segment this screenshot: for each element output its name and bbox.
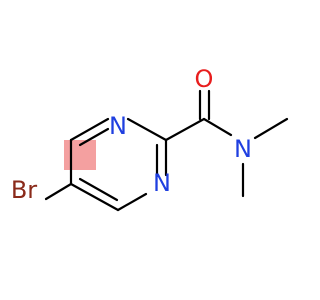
bond-c2-ccarbonyl xyxy=(164,117,206,142)
bond-c4-n3-inner xyxy=(78,127,110,147)
atom-n1-label: N xyxy=(153,169,171,197)
bond-c6-c5 xyxy=(69,182,120,212)
atom-o-label: O xyxy=(195,65,214,93)
bond-ccarbonyl-n xyxy=(202,117,233,137)
bonds xyxy=(44,89,289,212)
bond-c4-n3 xyxy=(69,117,110,142)
bond-n-methyl-upper xyxy=(253,117,289,140)
bond-c5-br xyxy=(44,182,73,201)
bond-n3-c2 xyxy=(126,117,168,142)
atom-br-label: Br xyxy=(11,176,37,204)
molecule-diagram: N N O N Br xyxy=(11,65,289,212)
bond-n1-c6 xyxy=(116,192,148,212)
atom-n3-label: N xyxy=(109,112,127,140)
bond-c6-c5-inner xyxy=(78,177,119,202)
atom-n-amide-label: N xyxy=(234,135,252,163)
